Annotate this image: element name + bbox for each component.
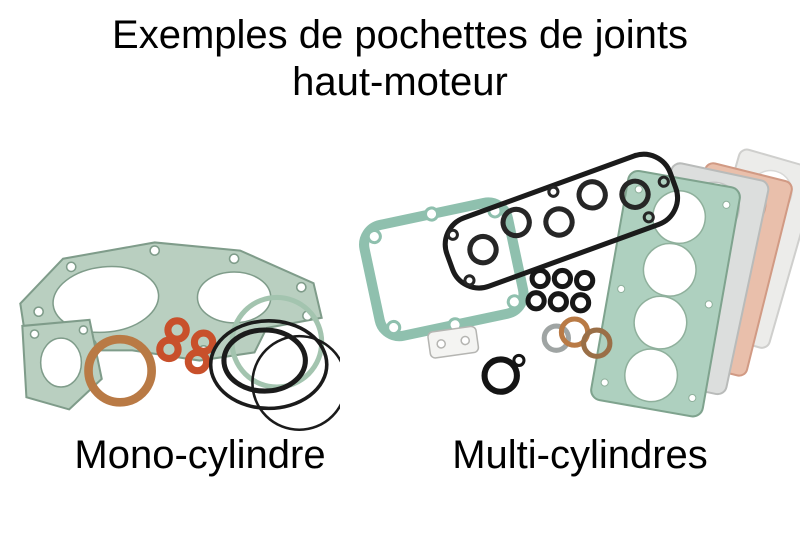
caption-mono-cylindre: Mono-cylindre [74, 433, 326, 477]
bolt-holes [600, 185, 731, 403]
black-cover-gasket [442, 151, 681, 291]
mono-cylinder-gasket-photo [19, 241, 340, 432]
mono-o-rings [208, 319, 340, 432]
mono-base-gasket [21, 318, 103, 411]
caption-multi-cylindres: Multi-cylindres [452, 433, 708, 477]
mono-head-gasket [19, 241, 323, 362]
green-multi-head-gasket [590, 169, 741, 418]
small-white-gasket [427, 325, 480, 359]
orange-washers [156, 317, 217, 375]
copper-ring [84, 334, 156, 407]
title-line-1: Exemples de pochettes de joints [112, 13, 688, 57]
title-line-2: haut-moteur [292, 60, 508, 104]
teal-cover-gasket [359, 197, 529, 342]
black-o-ring [481, 353, 526, 395]
page-title: Exemples de pochettes de joints haut-mot… [0, 12, 800, 106]
multi-cylinder-gasket-photo [359, 148, 800, 418]
valve-stem-seals [525, 267, 596, 314]
washer-rings [541, 316, 613, 359]
